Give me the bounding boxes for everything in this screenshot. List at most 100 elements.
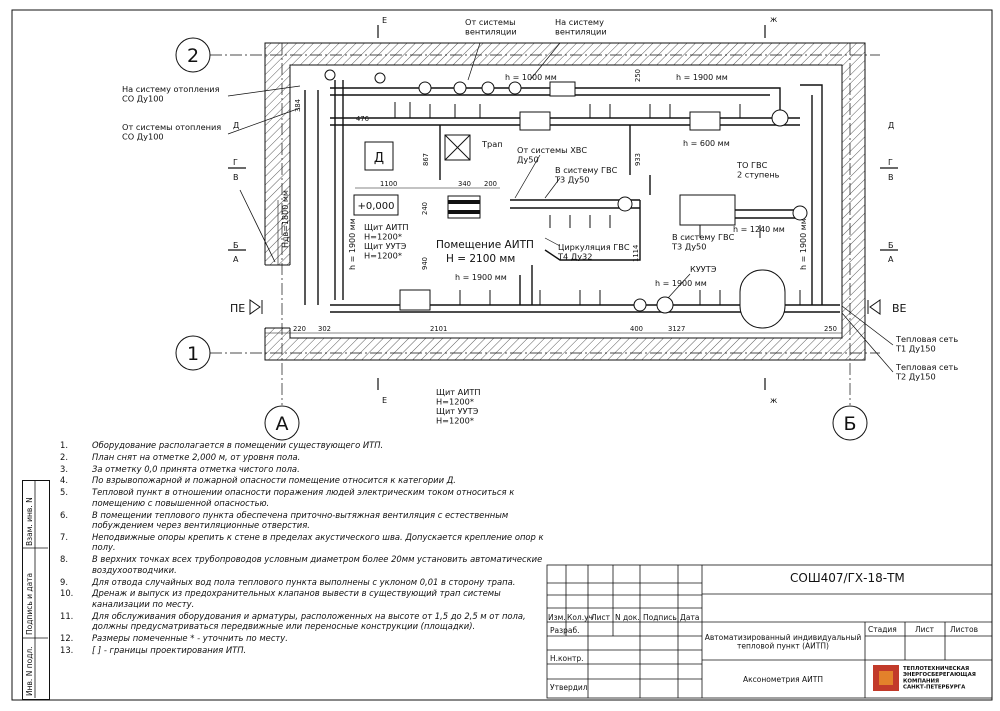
axis-lines bbox=[210, 43, 880, 405]
note-text: В помещении теплового пункта обеспечена … bbox=[92, 509, 509, 531]
svg-text:Д: Д bbox=[233, 121, 239, 130]
room-category: Д bbox=[374, 151, 384, 166]
svg-text:Лист: Лист bbox=[915, 625, 935, 634]
svg-text:h = 1000 мм: h = 1000 мм bbox=[505, 73, 557, 82]
note-number: 8. bbox=[60, 554, 68, 565]
svg-text:302: 302 bbox=[318, 325, 331, 333]
leader-lines bbox=[227, 42, 894, 373]
svg-text:200: 200 bbox=[484, 180, 497, 188]
svg-text:867: 867 bbox=[422, 153, 430, 166]
note-number: 3. bbox=[60, 463, 68, 474]
note-text: За отметку 0,0 принята отметка чистого п… bbox=[92, 463, 300, 474]
svg-text:ж: ж bbox=[770, 15, 777, 24]
svg-text:А: А bbox=[888, 255, 894, 264]
note-item: 4.По взрывопожарной и пожарной опасности… bbox=[60, 475, 550, 486]
note-item: 9.Для отвода случайных вод пола тепловог… bbox=[60, 577, 550, 588]
note-item: 2. План снят на отметке 2,000 м, от уровн… bbox=[60, 452, 550, 463]
note-item: 6. В помещении теплового пункта обеспечен… bbox=[60, 510, 550, 531]
svg-text:h = 1900 мм: h = 1900 мм bbox=[799, 218, 808, 270]
axis-2-label: 2 bbox=[187, 45, 199, 67]
svg-text:Н.контр.: Н.контр. bbox=[550, 654, 584, 663]
svg-text:Е: Е bbox=[382, 16, 387, 25]
svg-text:384: 384 bbox=[294, 99, 302, 112]
title-block bbox=[546, 564, 993, 699]
note-text: План снят на отметке 2,000 м, от уровня … bbox=[92, 451, 301, 462]
height-marks: h = 1000 мм h = 1900 мм h = 600 мм h = 1… bbox=[281, 73, 808, 288]
svg-text:Взам. инв. N: Взам. инв. N bbox=[25, 497, 34, 546]
note-item: 1.Оборудование располагается в помещении… bbox=[60, 440, 550, 451]
svg-text:Лист: Лист bbox=[591, 613, 611, 622]
note-number: 6. bbox=[60, 509, 68, 520]
dimension-lines bbox=[265, 187, 842, 334]
drawing-code: СОШ407/ГХ-18-ТМ bbox=[790, 571, 905, 585]
note-text: [ ] - границы проектирования ИТП. bbox=[92, 644, 247, 655]
svg-text:Изм.: Изм. bbox=[548, 613, 566, 622]
axis-1-label: 1 bbox=[187, 343, 199, 365]
section-ticks bbox=[228, 25, 898, 390]
entry-flags bbox=[249, 299, 881, 315]
note-item: 12.Размеры помеченные * - уточнить по ме… bbox=[60, 633, 550, 644]
note-number: 7. bbox=[60, 531, 68, 542]
note-number: 11. bbox=[60, 610, 74, 621]
svg-text:h = 600 мм: h = 600 мм bbox=[683, 139, 730, 148]
section-markers: Г В Б А Д Д Г В Б А Е Е ж ж bbox=[233, 15, 894, 405]
svg-text:Г: Г bbox=[888, 158, 893, 167]
svg-text:250: 250 bbox=[824, 325, 837, 333]
svg-text:Б: Б bbox=[888, 241, 894, 250]
svg-text:Подпись и дата: Подпись и дата bbox=[25, 573, 34, 635]
svg-text:Дата: Дата bbox=[680, 613, 699, 622]
svg-text:В: В bbox=[233, 173, 239, 182]
svg-text:h = 1240 мм: h = 1240 мм bbox=[733, 225, 785, 234]
svg-text:3127: 3127 bbox=[668, 325, 685, 333]
svg-text:Разраб.: Разраб. bbox=[550, 626, 579, 635]
note-item: 13. [ ] - границы проектирования ИТП. bbox=[60, 645, 550, 656]
side-stamp-text: Взам. инв. N Подпись и дата Инв. N подл. bbox=[22, 480, 48, 698]
axis-a-label: А bbox=[276, 413, 289, 435]
svg-text:Инв. N подл.: Инв. N подл. bbox=[25, 646, 34, 696]
svg-text:В: В bbox=[888, 173, 894, 182]
level-mark: +0,000 bbox=[357, 201, 394, 212]
note-text: Неподвижные опоры крепить к стене в пред… bbox=[92, 531, 544, 553]
note-item: 5.Тепловой пункт в отношении опасности п… bbox=[60, 487, 550, 508]
svg-text:240: 240 bbox=[421, 202, 429, 215]
note-text: Размеры помеченные * - уточнить по месту… bbox=[92, 633, 288, 644]
note-item: 11.Для обслуживания оборудования и армат… bbox=[60, 611, 550, 632]
label-kuute: КУУТЭ bbox=[690, 264, 717, 274]
dimension-values: 220 302 2101 400 3127 250 1100 340 200 2… bbox=[293, 69, 837, 333]
svg-text:340: 340 bbox=[458, 180, 471, 188]
note-text: В верхних точках всех трубопроводов усло… bbox=[92, 554, 543, 575]
note-item: 10.Дренаж и выпуск из предохранительных … bbox=[60, 588, 550, 609]
svg-text:Е: Е bbox=[382, 396, 387, 405]
note-item: 3. За отметку 0,0 принята отметка чистого… bbox=[60, 464, 550, 475]
svg-text:Листов: Листов bbox=[950, 625, 978, 634]
note-item: 7. Неподвижные опоры крепить к стене в пр… bbox=[60, 532, 550, 553]
note-number: 13. bbox=[60, 644, 74, 655]
general-notes: 1.Оборудование располагается в помещении… bbox=[60, 440, 550, 657]
svg-text:Утвердил: Утвердил bbox=[550, 683, 588, 692]
svg-text:Стадия: Стадия bbox=[868, 625, 897, 634]
note-number: 1. bbox=[60, 440, 68, 450]
svg-text:476: 476 bbox=[356, 115, 369, 123]
svg-text:Ндв=1800 мм: Ндв=1800 мм bbox=[281, 190, 290, 248]
note-number: 2. bbox=[60, 451, 68, 462]
title-block-text: СОШ407/ГХ-18-ТМ Изм. Кол.уч Лист N док. … bbox=[548, 571, 978, 692]
axis-b-label: Б bbox=[843, 413, 856, 435]
svg-text:933: 933 bbox=[634, 153, 642, 166]
svg-text:Подпись: Подпись bbox=[643, 613, 677, 622]
note-text: Для отвода случайных вод пола теплового … bbox=[92, 576, 516, 587]
note-text: Тепловой пункт в отношении опасности пор… bbox=[92, 487, 515, 508]
svg-text:1100: 1100 bbox=[380, 180, 397, 188]
